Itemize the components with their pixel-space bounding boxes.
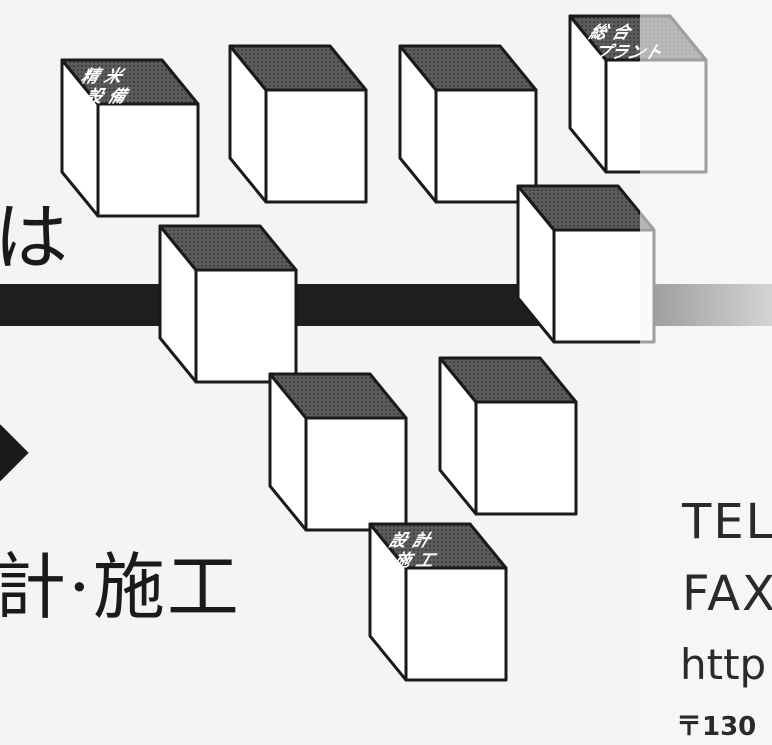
cube-rice-milling-label-line: 精 米 bbox=[78, 67, 127, 86]
heading-fragment: は bbox=[0, 195, 68, 281]
cube-design-construction-label-line: 施 工 bbox=[389, 550, 439, 570]
cube-2-top-face bbox=[228, 44, 368, 92]
cube-5-front-face bbox=[552, 228, 656, 344]
cube-rice-milling-label-line: 設 備 bbox=[82, 86, 131, 106]
cube-6-top-face bbox=[158, 224, 298, 272]
right-panel bbox=[640, 0, 772, 745]
cube-design-construction-front-face bbox=[404, 566, 508, 682]
contact-tel: TEL bbox=[682, 494, 772, 550]
cube-general-plant-label-line: 総 合 bbox=[585, 22, 635, 42]
contact-fax: FAX bbox=[682, 566, 772, 622]
cube-8-top-face bbox=[438, 356, 578, 404]
cube-2-front-face bbox=[264, 88, 368, 204]
cube-8-front-face bbox=[474, 400, 578, 516]
cube-design-construction: 設 計施 工 bbox=[368, 522, 508, 682]
cube-rice-milling: 精 米設 備 bbox=[60, 58, 200, 218]
cube-3-top-face bbox=[398, 44, 538, 92]
cube-5 bbox=[516, 184, 656, 344]
cube-3 bbox=[398, 44, 538, 204]
cube-design-construction-top-face bbox=[368, 522, 508, 570]
heading-design-construction: 計·施工 bbox=[0, 545, 241, 629]
cube-2 bbox=[228, 44, 368, 204]
cube-6 bbox=[158, 224, 298, 384]
cube-rice-milling-top-face bbox=[60, 58, 200, 106]
contact-url: http bbox=[680, 640, 767, 689]
cube-7-top-face bbox=[268, 372, 408, 420]
cube-7-front-face bbox=[304, 416, 408, 532]
cube-8 bbox=[438, 356, 578, 516]
cube-6-front-face bbox=[194, 268, 298, 384]
arrow-icon: ◆ bbox=[0, 404, 29, 490]
cube-design-construction-label-line: 設 計 bbox=[386, 530, 435, 550]
cube-7 bbox=[268, 372, 408, 532]
cube-rice-milling-front-face bbox=[96, 102, 200, 218]
contact-zip: 〒130 bbox=[676, 712, 757, 742]
